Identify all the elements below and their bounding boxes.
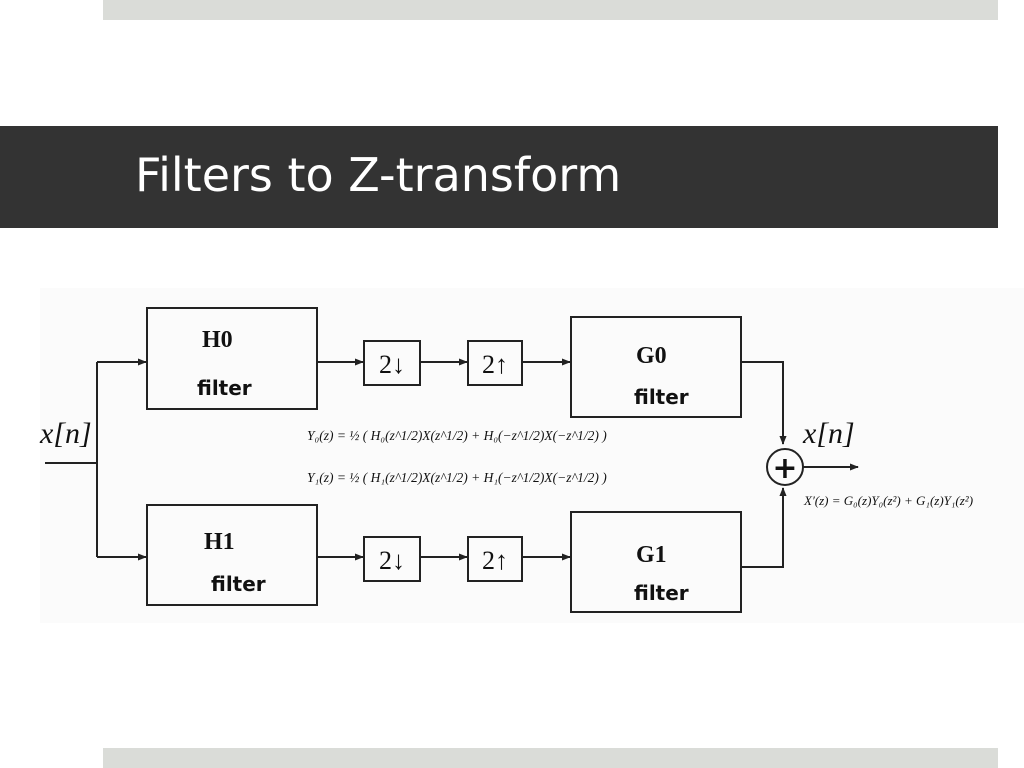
h1-label: H1 bbox=[204, 529, 235, 555]
g0-sub-label: filter bbox=[634, 385, 689, 409]
upsample-bottom-block bbox=[467, 536, 523, 582]
h0-label: H0 bbox=[202, 327, 233, 353]
equation-reconstruction: X′(z) = G₀(z)Y₀(z²) + G₁(z)Y₁(z²) bbox=[803, 493, 973, 508]
output-signal-label: x[n] bbox=[802, 417, 855, 450]
g1-sub-label: filter bbox=[634, 581, 689, 605]
g1-block bbox=[570, 511, 742, 613]
downsample-top-label: 2↓ bbox=[379, 350, 405, 379]
slide-title: Filters to Z-transform bbox=[135, 148, 622, 202]
input-signal-label: x[n] bbox=[39, 417, 92, 450]
h1-block bbox=[146, 504, 318, 606]
h0-sub-label: filter bbox=[197, 376, 252, 400]
bottom-accent-bar bbox=[103, 748, 998, 768]
equation-y1: Y₁(z) = ½ ( H₁(z^1/2)X(z^1/2) + H₁(−z^1/… bbox=[307, 470, 607, 485]
line-g0-to-adder bbox=[741, 361, 787, 445]
g0-block bbox=[570, 316, 742, 418]
upsample-top-label: 2↑ bbox=[482, 350, 508, 379]
title-band bbox=[0, 126, 998, 228]
diagram-background bbox=[40, 288, 1024, 623]
downsample-bottom-label: 2↓ bbox=[379, 546, 405, 575]
h0-block bbox=[146, 307, 318, 410]
equation-y0: Y₀(z) = ½ ( H₀(z^1/2)X(z^1/2) + H₀(−z^1/… bbox=[307, 428, 607, 443]
upsample-bottom-label: 2↑ bbox=[482, 546, 508, 575]
line-g1-to-adder bbox=[741, 487, 787, 568]
downsample-bottom-block bbox=[363, 536, 421, 582]
adder-plus-symbol: + bbox=[772, 451, 797, 486]
top-accent-bar bbox=[103, 0, 998, 20]
h1-sub-label: filter bbox=[211, 572, 266, 596]
g0-label: G0 bbox=[636, 343, 667, 369]
g1-label: G1 bbox=[636, 542, 667, 568]
